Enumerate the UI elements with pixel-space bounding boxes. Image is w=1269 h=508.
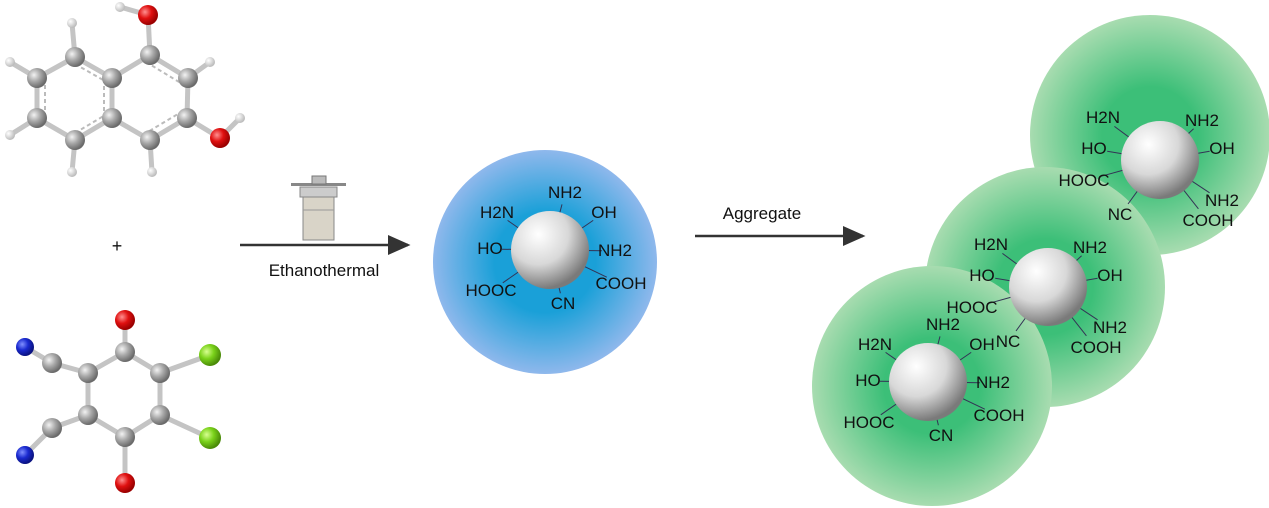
carbon-atom xyxy=(150,405,170,425)
carbon-atom xyxy=(27,68,47,88)
carbon-atom xyxy=(42,353,62,373)
autoclave-icon xyxy=(291,175,346,241)
oxygen-atom xyxy=(210,128,230,148)
hydrogen-atom xyxy=(67,167,77,177)
nitrogen-atom xyxy=(16,446,34,464)
functional-group-label: NH2 xyxy=(1205,191,1239,210)
aromatic-bond xyxy=(145,61,185,86)
functional-group-label: HOOC xyxy=(466,281,517,300)
oxygen-atom xyxy=(138,5,158,25)
carbon-atom xyxy=(140,45,160,65)
functional-group-label: OH xyxy=(1209,139,1235,158)
functional-group-label: COOH xyxy=(1183,211,1234,230)
dichloro-dicyano-quinone-molecule xyxy=(16,310,221,493)
carbon-core-sphere xyxy=(511,211,589,289)
functional-group-label: NH2 xyxy=(1073,238,1107,257)
functional-group-label: NH2 xyxy=(976,373,1010,392)
carbon-atom xyxy=(177,108,197,128)
carbon-atom xyxy=(65,47,85,67)
carbon-atom xyxy=(65,130,85,150)
carbon-atom xyxy=(115,342,135,362)
carbon-atom xyxy=(102,108,122,128)
functional-group-label: CN xyxy=(929,426,954,445)
functional-group-label: H2N xyxy=(480,203,514,222)
aromatic-bond xyxy=(145,110,184,134)
functional-group-label: H2N xyxy=(1086,108,1120,127)
carbon-atom xyxy=(27,108,47,128)
functional-group-label: HOOC xyxy=(947,298,998,317)
naphthalenediol-molecule xyxy=(5,2,245,177)
functional-group-label: NH2 xyxy=(598,241,632,260)
carbon-atom xyxy=(78,363,98,383)
carbon-atom xyxy=(102,68,122,88)
functional-group-label: OH xyxy=(1097,266,1123,285)
chlorine-atom xyxy=(199,427,221,449)
functional-group-label: HO xyxy=(1081,139,1107,158)
functional-group-label: CN xyxy=(551,294,576,313)
functional-group-label: HOOC xyxy=(1059,171,1110,190)
hydrogen-atom xyxy=(205,57,215,67)
functional-group-label: NC xyxy=(996,332,1021,351)
functional-group-label: COOH xyxy=(1071,338,1122,357)
functional-group-label: NH2 xyxy=(1185,111,1219,130)
hydrogen-atom xyxy=(5,57,15,67)
aggregate-label: Aggregate xyxy=(723,204,801,223)
functional-group-label: COOH xyxy=(974,406,1025,425)
ethanothermal-label: Ethanothermal xyxy=(269,261,380,280)
carbon-core-sphere xyxy=(1009,248,1087,326)
chlorine-atom xyxy=(199,344,221,366)
carbon-atom xyxy=(42,418,62,438)
functional-group-label: OH xyxy=(969,335,995,354)
functional-group-label: H2N xyxy=(858,335,892,354)
hydrogen-atom xyxy=(115,2,125,12)
functional-group-label: NH2 xyxy=(548,183,582,202)
hydrogen-atom xyxy=(147,167,157,177)
functional-group-label: HO xyxy=(969,266,995,285)
functional-group-label: HO xyxy=(477,239,503,258)
nitrogen-atom xyxy=(16,338,34,356)
functional-group-label: OH xyxy=(591,203,617,222)
carbon-atom xyxy=(150,363,170,383)
hydrogen-atom xyxy=(235,113,245,123)
carbon-atom xyxy=(178,68,198,88)
hydrogen-atom xyxy=(67,18,77,28)
functional-group-label: COOH xyxy=(596,274,647,293)
carbon-atom xyxy=(140,130,160,150)
functional-group-label: HO xyxy=(855,371,881,390)
hydrogen-atom xyxy=(5,130,15,140)
plus-sign: + xyxy=(112,236,123,256)
functional-group-label: NH2 xyxy=(1093,318,1127,337)
carbon-core-sphere xyxy=(1121,121,1199,199)
functional-group-label: NH2 xyxy=(926,315,960,334)
oxygen-atom xyxy=(115,473,135,493)
oxygen-atom xyxy=(115,310,135,330)
carbon-core-sphere xyxy=(889,343,967,421)
carbon-atom xyxy=(78,405,98,425)
functional-group-label: H2N xyxy=(974,235,1008,254)
functional-group-label: HOOC xyxy=(844,413,895,432)
functional-group-label: NC xyxy=(1108,205,1133,224)
carbon-atom xyxy=(115,427,135,447)
